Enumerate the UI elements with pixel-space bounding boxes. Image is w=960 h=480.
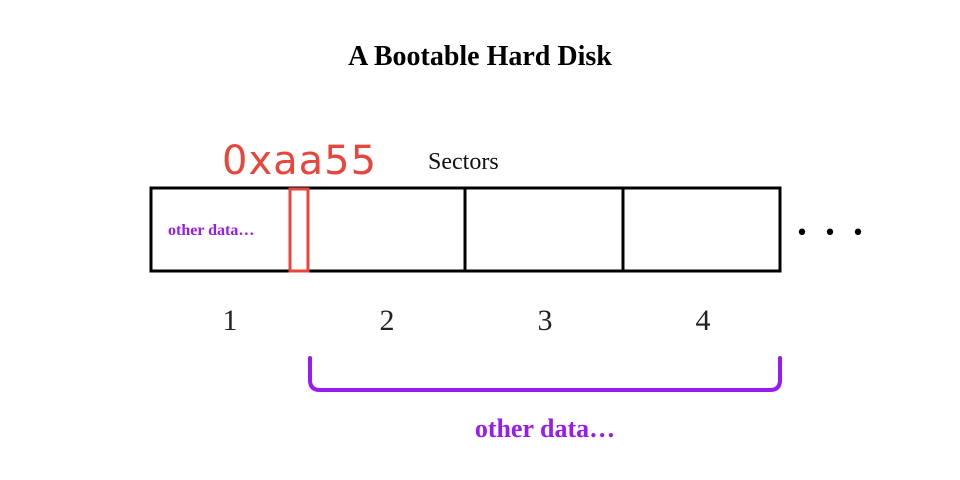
sector-number-2: 2: [380, 304, 395, 337]
other-data-bracket: [308, 356, 782, 392]
continuation-dots: • • •: [796, 221, 869, 246]
boot-signature-marker: [288, 187, 310, 273]
sector-number-3: 3: [538, 304, 553, 337]
magic-number-label: 0xaa55: [222, 138, 377, 184]
disk-strip: [149, 186, 782, 273]
first-sector-note: other data…: [168, 222, 254, 239]
sectors-label: Sectors: [428, 149, 499, 175]
sector-number-1: 1: [223, 304, 238, 337]
diagram-title: A Bootable Hard Disk: [348, 41, 612, 72]
sector-number-4: 4: [696, 304, 711, 337]
bracket-label: other data…: [475, 414, 615, 443]
